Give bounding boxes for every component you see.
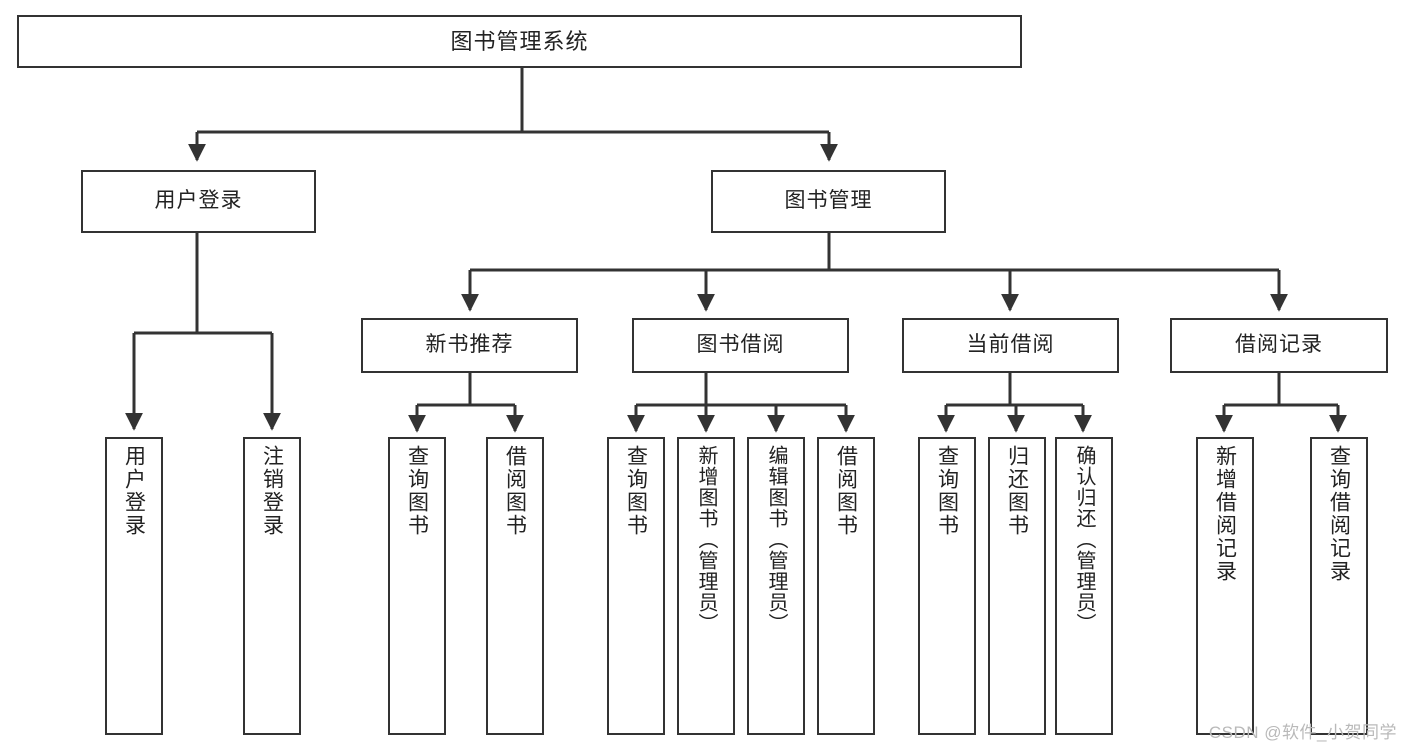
node-label: 新增图书（管理员）: [695, 445, 717, 634]
watermark: CSDN @软件_小贺同学: [1208, 723, 1397, 742]
node-user-login[interactable]: 用户登录: [81, 170, 316, 233]
node-label: 查询图书: [624, 445, 648, 537]
node-book-management[interactable]: 图书管理: [711, 170, 946, 233]
node-label: 编辑图书（管理员）: [765, 445, 787, 634]
node-label: 图书管理系统: [450, 28, 589, 54]
node-borrow-record[interactable]: 借阅记录: [1170, 318, 1388, 373]
node-label: 借阅图书: [834, 445, 858, 537]
node-label: 注销登录: [260, 445, 284, 537]
leaf-query-book-current[interactable]: 查询图书: [918, 437, 976, 735]
leaf-logout[interactable]: 注销登录: [243, 437, 301, 735]
node-label: 查询图书: [935, 445, 959, 537]
leaf-query-borrow-record[interactable]: 查询借阅记录: [1310, 437, 1368, 735]
node-label: 借阅图书: [503, 445, 527, 537]
leaf-add-book-admin[interactable]: 新增图书（管理员）: [677, 437, 735, 735]
node-new-book-recommend[interactable]: 新书推荐: [361, 318, 578, 373]
leaf-add-borrow-record[interactable]: 新增借阅记录: [1196, 437, 1254, 735]
node-current-borrow[interactable]: 当前借阅: [902, 318, 1119, 373]
leaf-confirm-return-admin[interactable]: 确认归还（管理员）: [1055, 437, 1113, 735]
leaf-query-book-recommend[interactable]: 查询图书: [388, 437, 446, 735]
node-label: 图书借阅: [696, 333, 785, 357]
node-label: 查询图书: [405, 445, 429, 537]
leaf-borrow-book[interactable]: 借阅图书: [817, 437, 875, 735]
leaf-return-book[interactable]: 归还图书: [988, 437, 1046, 735]
node-label: 归还图书: [1005, 445, 1029, 537]
node-book-borrow[interactable]: 图书借阅: [632, 318, 849, 373]
node-label: 确认归还（管理员）: [1073, 445, 1095, 634]
node-label: 用户登录: [122, 445, 146, 537]
leaf-query-book[interactable]: 查询图书: [607, 437, 665, 735]
node-label: 新增借阅记录: [1213, 445, 1237, 583]
node-label: 借阅记录: [1235, 333, 1323, 357]
node-root-system[interactable]: 图书管理系统: [17, 15, 1022, 68]
node-label: 用户登录: [154, 189, 243, 213]
leaf-edit-book-admin[interactable]: 编辑图书（管理员）: [747, 437, 805, 735]
leaf-borrow-book-recommend[interactable]: 借阅图书: [486, 437, 544, 735]
node-label: 查询借阅记录: [1327, 445, 1351, 583]
leaf-user-login[interactable]: 用户登录: [105, 437, 163, 735]
node-label: 图书管理: [784, 189, 873, 213]
node-label: 当前借阅: [966, 333, 1055, 357]
node-label: 新书推荐: [425, 333, 514, 357]
